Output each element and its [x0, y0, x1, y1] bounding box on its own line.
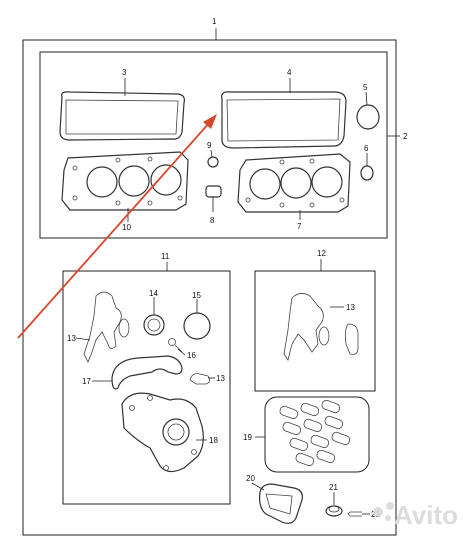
seal-21	[325, 505, 343, 517]
clip-22	[347, 511, 362, 517]
kit-frame	[22, 39, 397, 536]
callout-13c: 13	[346, 303, 355, 312]
head-gasket-right	[237, 153, 351, 213]
seal-16	[168, 338, 183, 353]
o-ring-15	[183, 312, 211, 340]
callout-11: 11	[161, 252, 170, 261]
watermark: Avito	[373, 500, 458, 530]
gasket-20	[259, 483, 303, 524]
intake-gasket-box	[264, 396, 370, 473]
callout-5: 5	[363, 83, 368, 92]
valve-cover-gasket-right	[221, 91, 347, 149]
water-pump-gasket	[121, 392, 204, 473]
seal-9	[207, 156, 219, 168]
callout-13a: 13	[67, 334, 76, 343]
callout-13b: 13	[216, 374, 225, 383]
callout-18: 18	[209, 436, 218, 445]
timing-cover-set-box	[62, 270, 231, 505]
callout-16: 16	[187, 351, 196, 360]
callout-1: 1	[212, 17, 217, 26]
callout-6: 6	[364, 144, 369, 153]
head-gasket-left	[61, 151, 189, 211]
callout-12: 12	[317, 249, 326, 258]
callout-4: 4	[287, 68, 292, 77]
seal-8	[205, 185, 222, 198]
callout-15: 15	[192, 291, 201, 300]
callout-17: 17	[82, 377, 91, 386]
callout-14: 14	[149, 289, 158, 298]
gasket-17	[111, 355, 183, 390]
callout-9: 9	[207, 141, 212, 150]
cover-gasket-set-box	[254, 270, 376, 392]
gasket-13c	[344, 323, 359, 355]
callout-10: 10	[122, 223, 131, 232]
intake-gaskets-19	[279, 399, 351, 467]
seal-6	[360, 165, 374, 181]
valve-cover-gasket-left	[59, 91, 185, 141]
callout-19: 19	[243, 433, 252, 442]
callout-20: 20	[246, 474, 255, 483]
callout-3: 3	[122, 68, 127, 77]
seal-5	[356, 104, 380, 130]
callout-7: 7	[297, 222, 302, 231]
cover-gasket-12	[283, 293, 324, 361]
gasket-13b	[189, 373, 210, 385]
oil-seal-14	[143, 314, 165, 336]
svg-text:Avito: Avito	[394, 500, 458, 530]
head-gasket-set-box	[39, 51, 388, 239]
callout-8: 8	[210, 216, 215, 225]
callout-2: 2	[403, 132, 408, 141]
annotation-arrow	[17, 114, 217, 339]
timing-cover-gasket	[83, 291, 122, 363]
callout-21: 21	[329, 483, 338, 492]
